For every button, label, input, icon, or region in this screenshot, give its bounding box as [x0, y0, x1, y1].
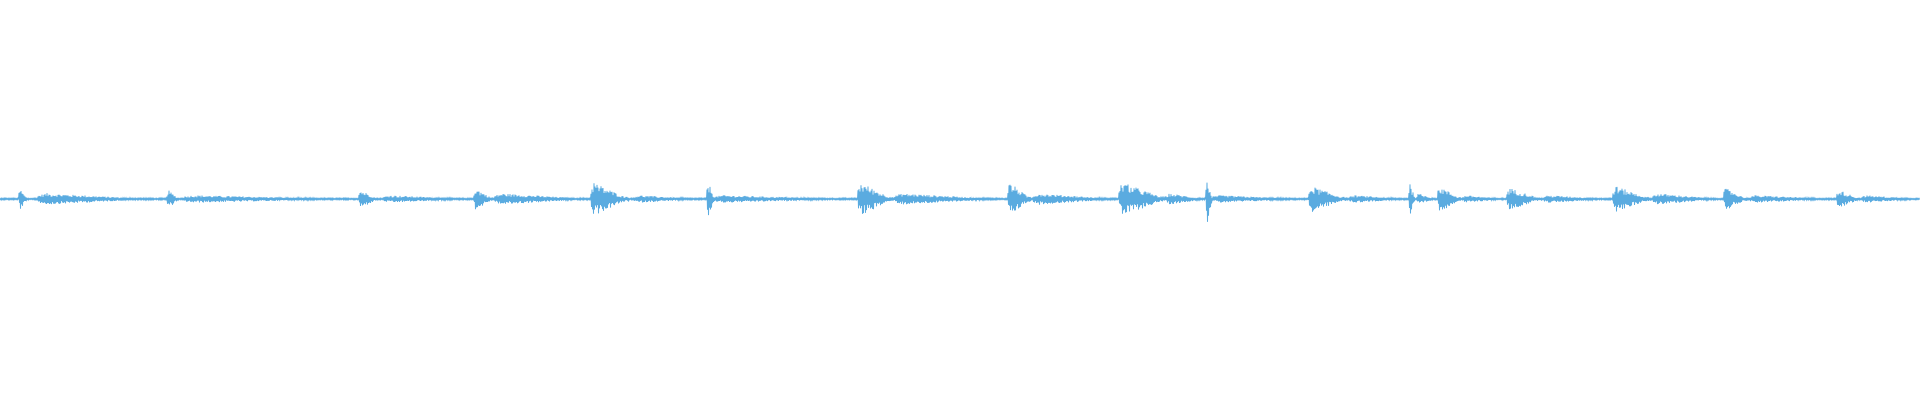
waveform-trace — [0, 182, 1920, 222]
